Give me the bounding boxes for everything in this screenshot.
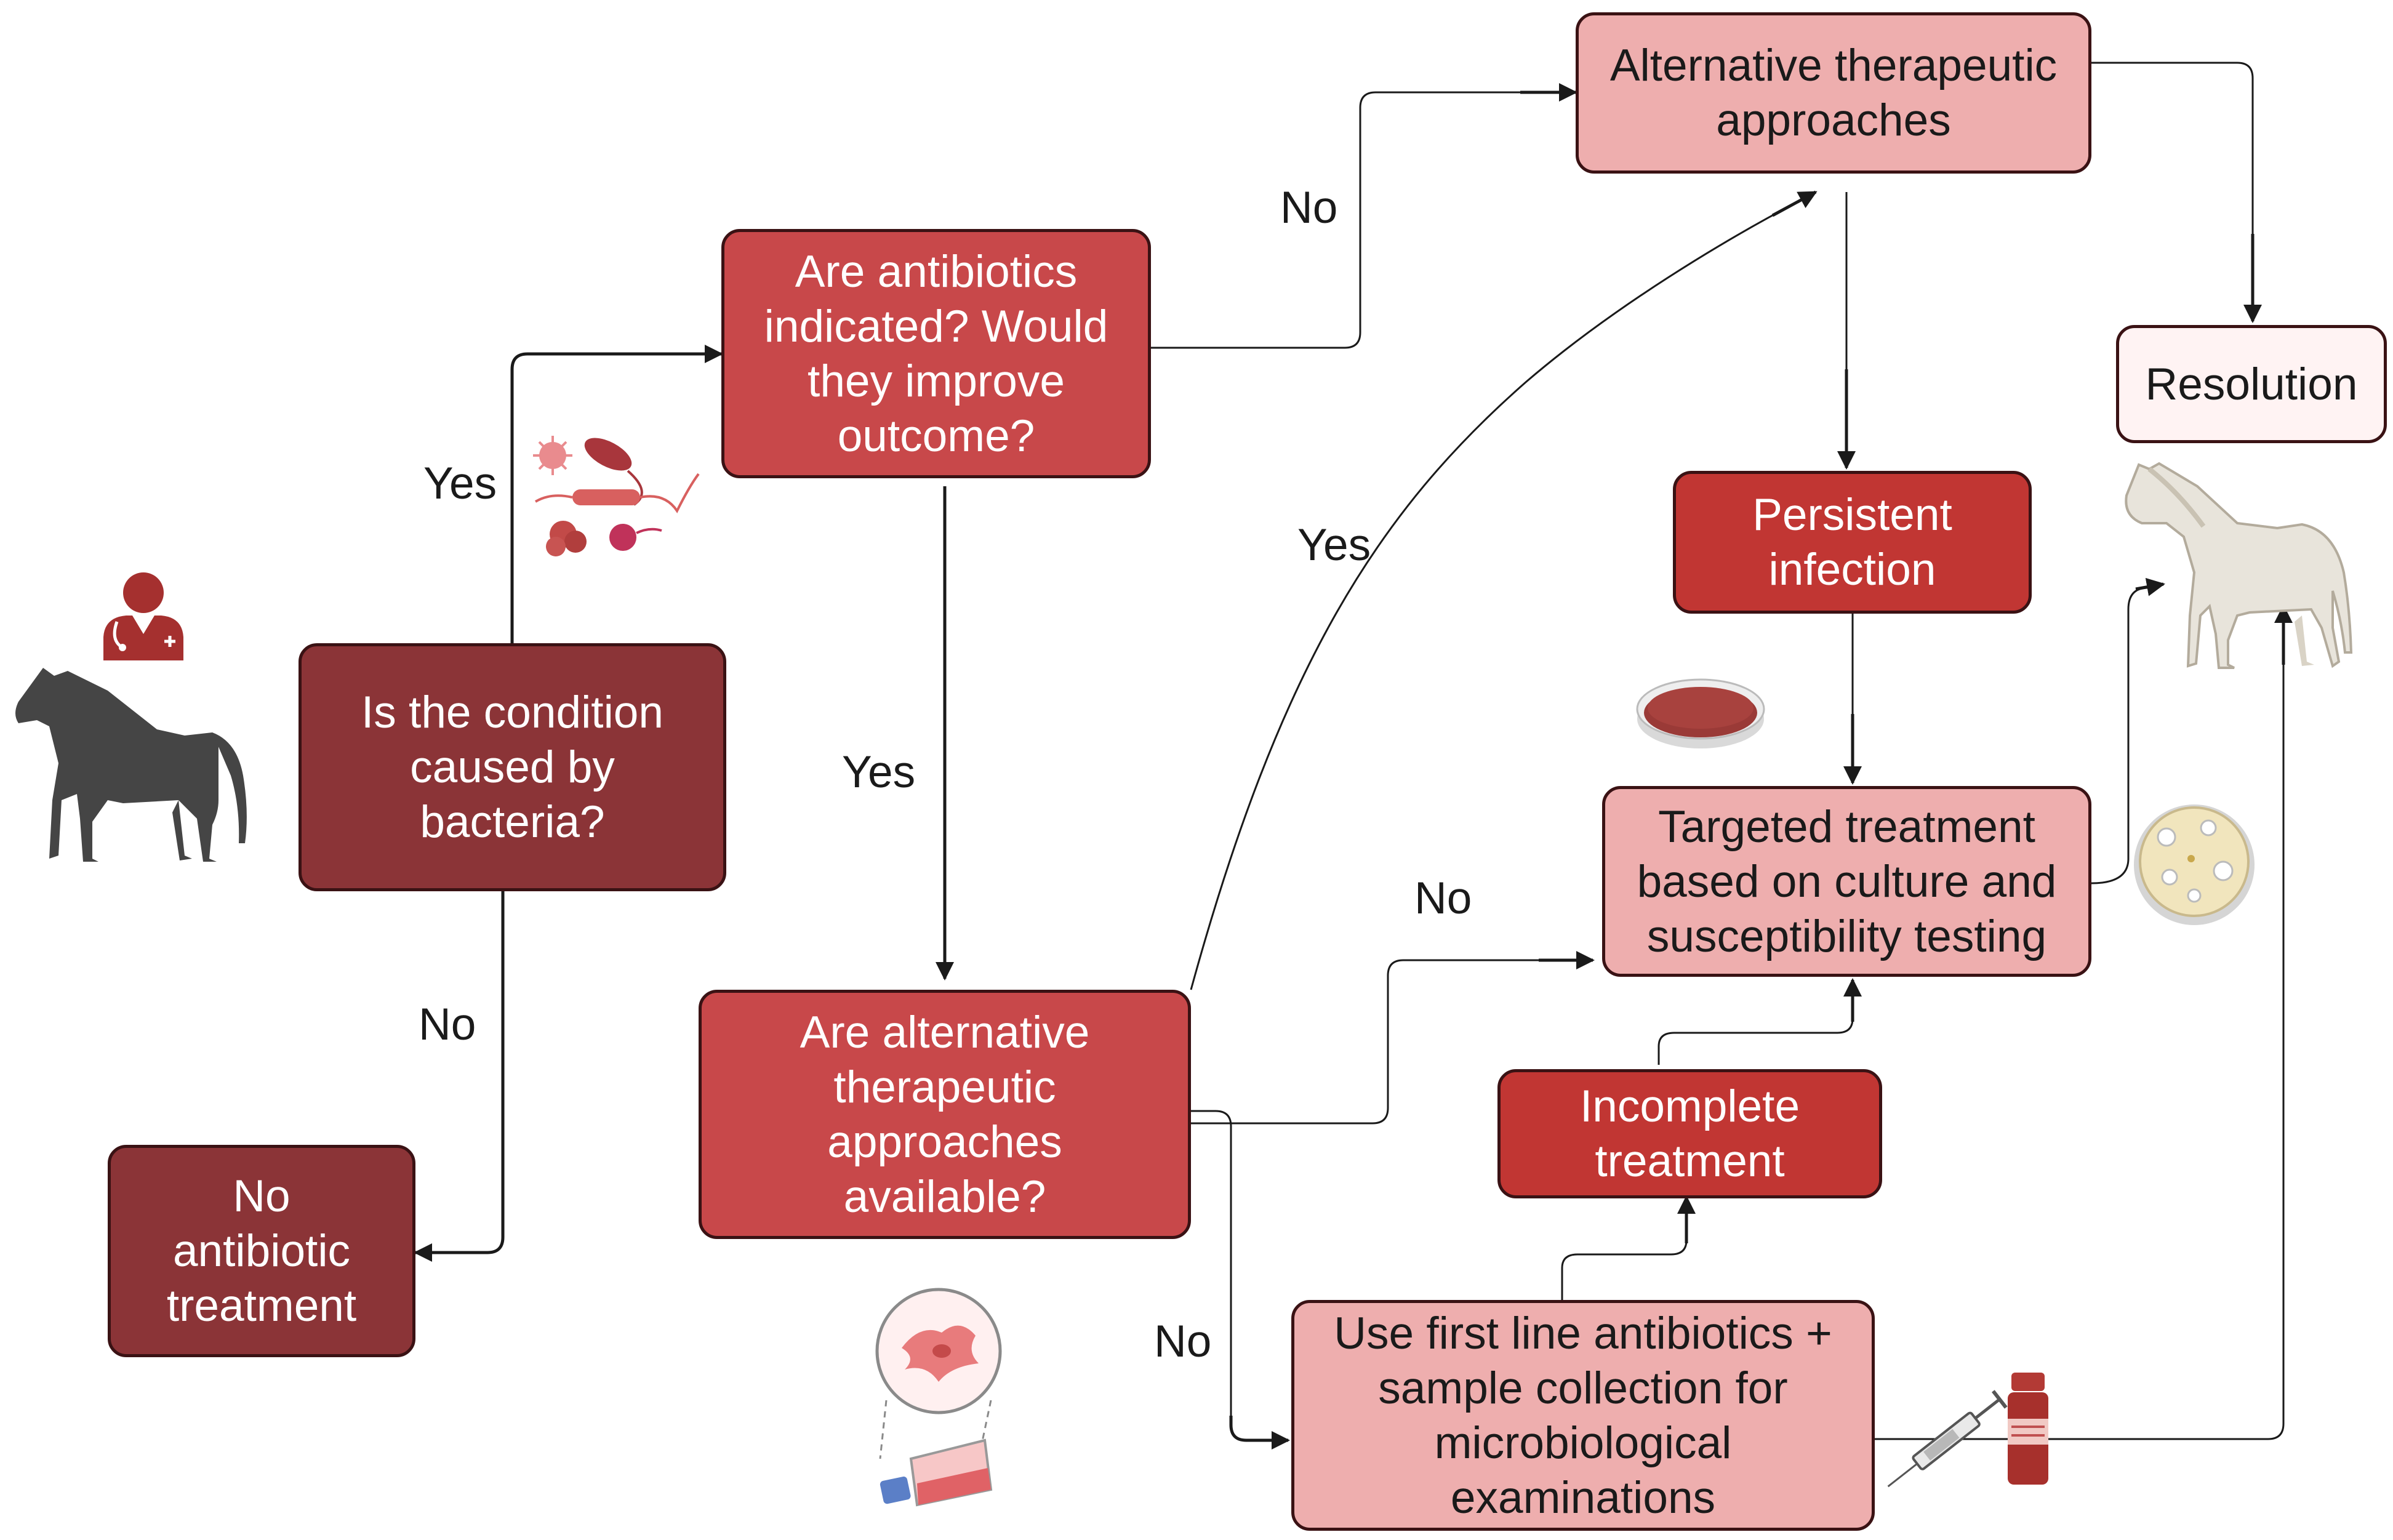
edge-alternatives-no-firstline (1191, 1110, 1232, 1422)
edge-indicated-no (1151, 91, 1560, 349)
cell-culture-flask-icon (875, 1288, 1002, 1507)
node-targeted-treatment: Targeted treatment based on culture and … (1602, 786, 2091, 977)
veterinarian-icon (103, 572, 183, 660)
edge-incomplete-targeted (1657, 1003, 1854, 1065)
edge-alternatives-yes (1190, 195, 1810, 990)
edge-alternatives-no-firstline-bend (1229, 1416, 1290, 1450)
node-antibiotics-indicated: Are antibiotics indicated? Would they im… (721, 229, 1151, 478)
culture-plate-icon (2134, 804, 2255, 925)
label-indicated-yes: Yes (842, 747, 916, 797)
node-targeted-treatment-text: Targeted treatment based on culture and … (1637, 801, 2057, 961)
bacteria-icon (533, 436, 700, 556)
edge-alternatives-no-targeted (1191, 959, 1576, 1125)
node-first-line: Use first line antibiotics + sample coll… (1291, 1300, 1875, 1531)
node-resolution: Resolution (2116, 325, 2387, 443)
horse-dark-icon (15, 668, 247, 862)
node-resolution-text: Resolution (2145, 359, 2358, 409)
node-alternative-approaches-text: Alternative therapeutic approaches (1609, 41, 2058, 145)
edge-alternatives-yes-head (1771, 190, 1818, 217)
edge-firstline-incomplete (1561, 1225, 1688, 1300)
node-caused-by-bacteria: Is the condition caused by bacteria? (299, 643, 726, 891)
node-persistent-infection: Persistent infection (1673, 471, 2032, 614)
petri-dish-icon (1636, 678, 1765, 748)
node-no-antibiotic-text: No antibiotic treatment (166, 1171, 357, 1331)
edge-targeted-horse (2091, 587, 2149, 884)
label-bacteria-no: No (419, 1000, 476, 1049)
horse-light-icon (2125, 462, 2353, 669)
label-alternatives-no-targeted: No (1414, 873, 1472, 923)
node-alternatives-available-text: Are alternative therapeutic approaches a… (800, 1007, 1090, 1222)
vial-icon (2008, 1373, 2048, 1485)
edge-alternative-resolution (2091, 62, 2254, 259)
node-alternatives-available: Are alternative therapeutic approaches a… (699, 990, 1191, 1239)
node-alternative-approaches: Alternative therapeutic approaches (1576, 12, 2091, 174)
edge-bacteria-yes (510, 345, 723, 643)
label-indicated-no: No (1280, 183, 1338, 233)
label-alternatives-no-firstline: No (1154, 1317, 1212, 1366)
node-persistent-infection-text: Persistent infection (1752, 490, 1952, 595)
node-incomplete-treatment: Incomplete treatment (1497, 1069, 1882, 1198)
node-no-antibiotic: No antibiotic treatment (108, 1145, 415, 1357)
edge-bacteria-no (414, 891, 505, 1262)
node-first-line-text: Use first line antibiotics + sample coll… (1334, 1308, 1832, 1523)
edge-targeted-horse-head (2135, 577, 2165, 596)
label-alternatives-yes: Yes (1297, 520, 1371, 570)
syringe-icon (1887, 1390, 2008, 1488)
node-antibiotics-indicated-text: Are antibiotics indicated? Would they im… (764, 246, 1108, 461)
node-incomplete-treatment-text: Incomplete treatment (1579, 1081, 1800, 1186)
node-caused-by-bacteria-text: Is the condition caused by bacteria? (361, 688, 664, 847)
edge-firstline-horse (1803, 646, 2285, 1440)
label-bacteria-yes: Yes (423, 459, 497, 508)
